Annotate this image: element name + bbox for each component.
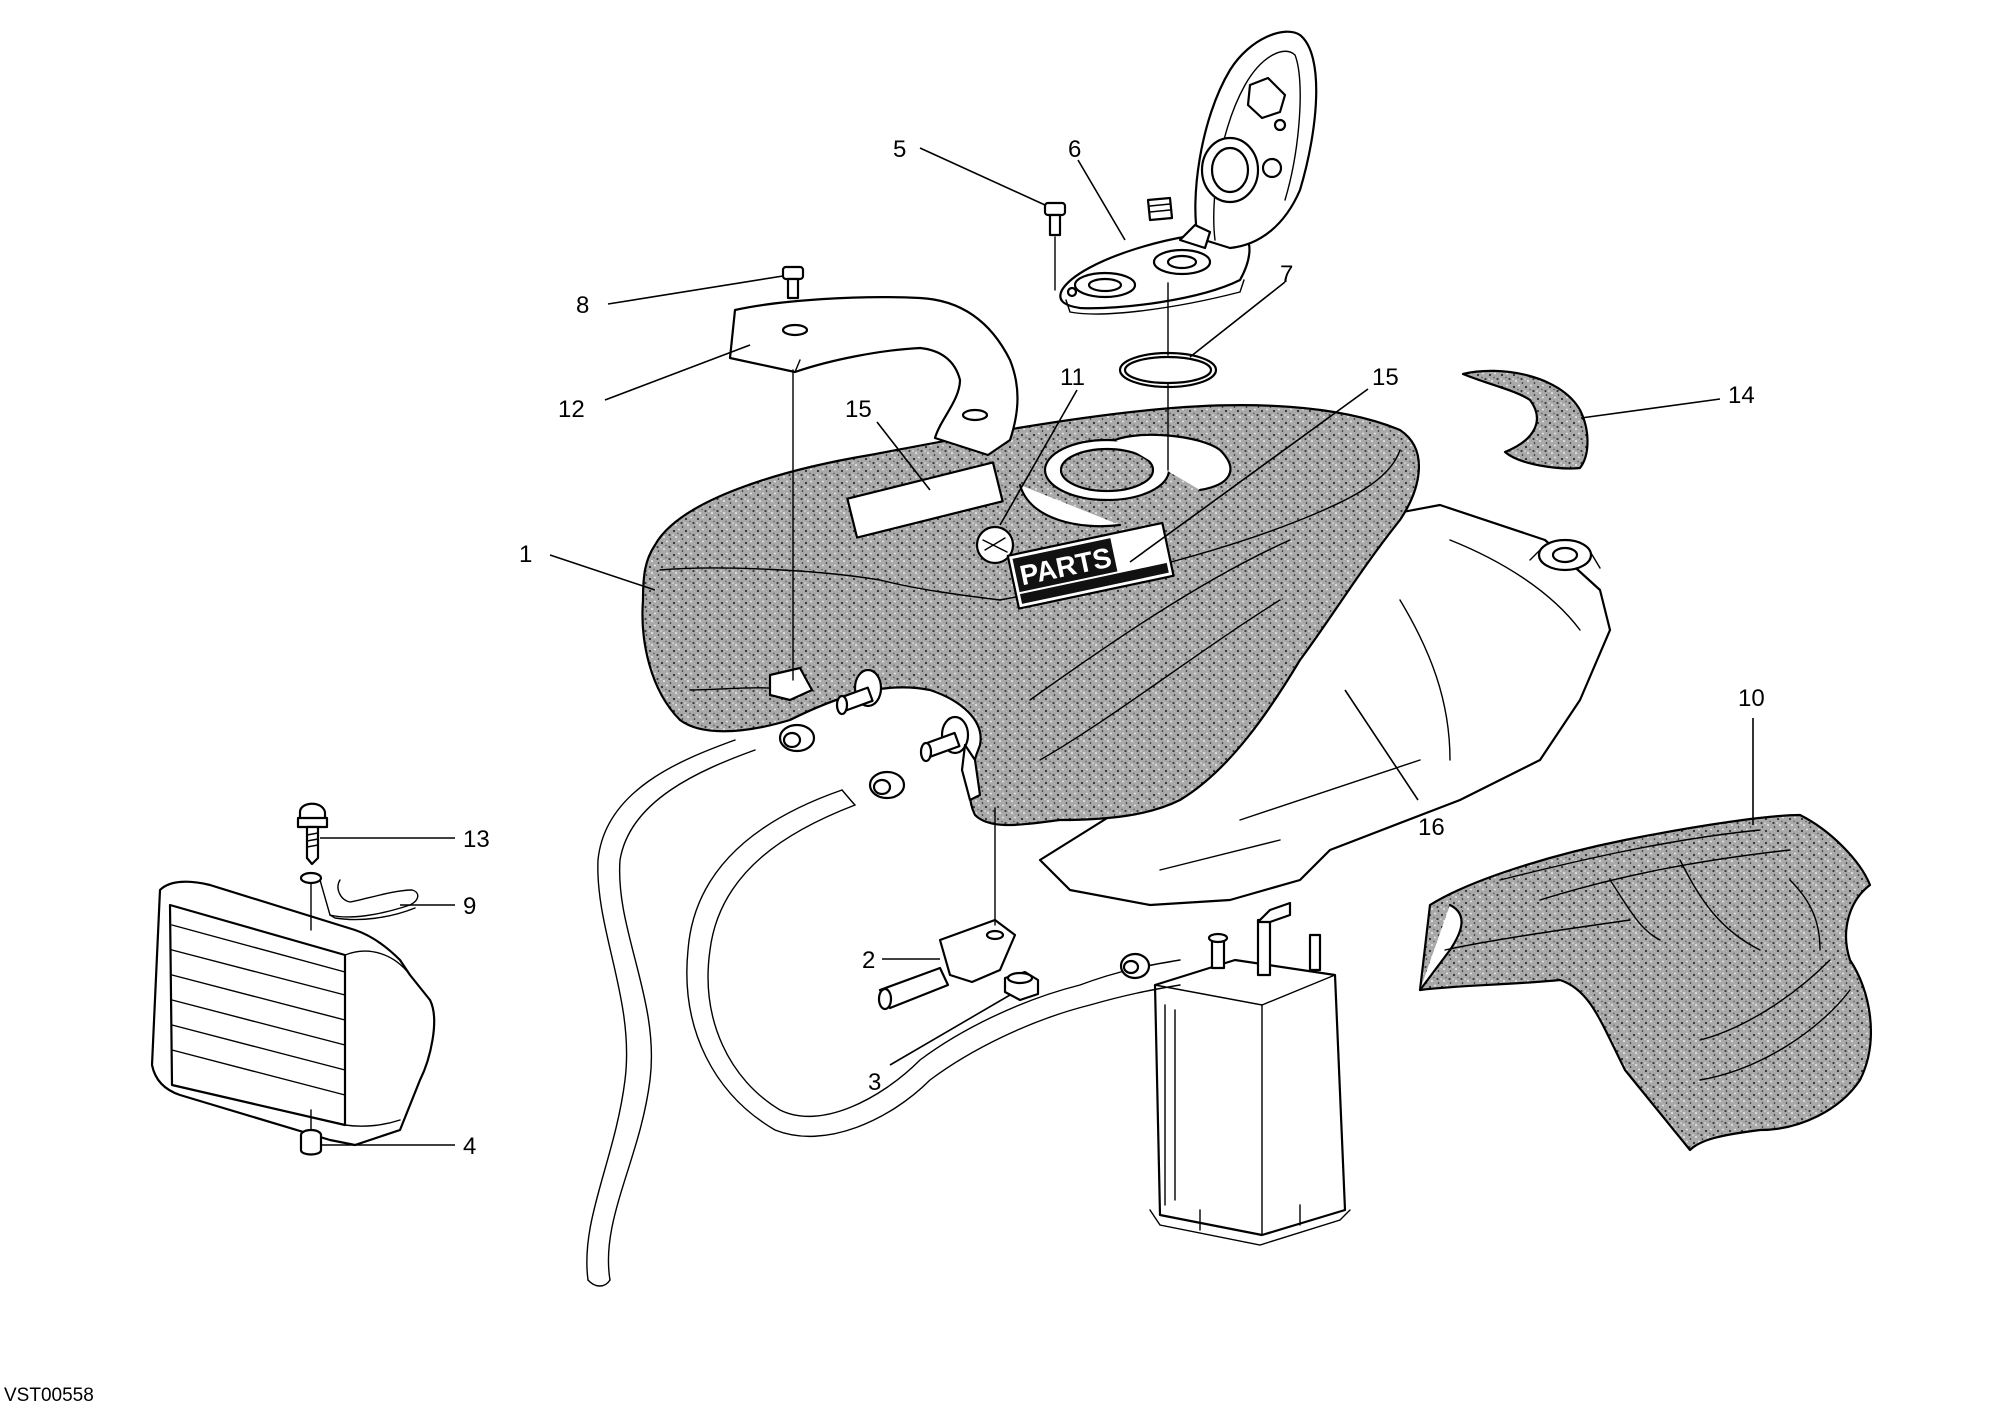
grommet-part-4 xyxy=(299,1109,323,1156)
charcoal-canister xyxy=(1149,901,1351,1246)
hose-clamp-upper xyxy=(778,723,816,753)
hose-clamp-lower xyxy=(868,770,906,800)
fuel-tank-rear-shell xyxy=(1038,503,1612,907)
callout-6: 6 xyxy=(1068,136,1081,163)
callout-12: 12 xyxy=(558,396,585,423)
hose-clamp-canister xyxy=(1119,952,1151,980)
callout-15-left: 15 xyxy=(845,396,872,423)
fuel-tank: PARTS xyxy=(641,404,1421,827)
callout-10: 10 xyxy=(1738,685,1765,712)
callout-13: 13 xyxy=(463,826,490,853)
fuel-hose-left xyxy=(586,739,756,1287)
callout-1: 1 xyxy=(519,541,532,568)
callout-7: 7 xyxy=(1280,261,1293,288)
callout-15-right: 15 xyxy=(1372,364,1399,391)
tank-outlet-fitting-lower xyxy=(919,715,982,802)
callout-11: 11 xyxy=(1060,364,1085,391)
vent-hose xyxy=(686,789,1181,1138)
mount-bracket-part-2 xyxy=(877,807,1017,1011)
screw-part-5 xyxy=(1043,201,1067,291)
callout-9: 9 xyxy=(463,893,476,920)
callout-2: 2 xyxy=(862,947,875,974)
bracket-part-12 xyxy=(728,296,1019,457)
callout-14: 14 xyxy=(1728,382,1755,409)
spring-clip-part-9 xyxy=(299,871,419,931)
drawing-code: VST00558 xyxy=(4,1385,94,1406)
nut-part-3 xyxy=(1003,970,1040,1002)
callout-numbers: 1 2 3 4 5 6 7 8 9 10 11 12 13 14 15 15 1… xyxy=(463,136,1765,1160)
callout-3: 3 xyxy=(868,1069,881,1096)
callout-16: 16 xyxy=(1418,814,1445,841)
screw-part-8 xyxy=(781,265,805,681)
screw-part-13 xyxy=(296,802,329,866)
o-ring-part-7 xyxy=(1118,282,1218,471)
callout-5: 5 xyxy=(893,136,906,163)
seat-cowl-part-10 xyxy=(1418,813,1872,1152)
leader-lines xyxy=(320,147,1754,1146)
callout-4: 4 xyxy=(463,1133,476,1160)
filler-cap-assembly xyxy=(1059,30,1318,315)
side-trim-part-14 xyxy=(1461,369,1589,470)
callout-8: 8 xyxy=(576,292,589,319)
tank-outlet-fitting-upper xyxy=(835,668,883,716)
radiator-grille xyxy=(150,880,436,1147)
tank-parts-decal: PARTS xyxy=(1006,521,1175,610)
